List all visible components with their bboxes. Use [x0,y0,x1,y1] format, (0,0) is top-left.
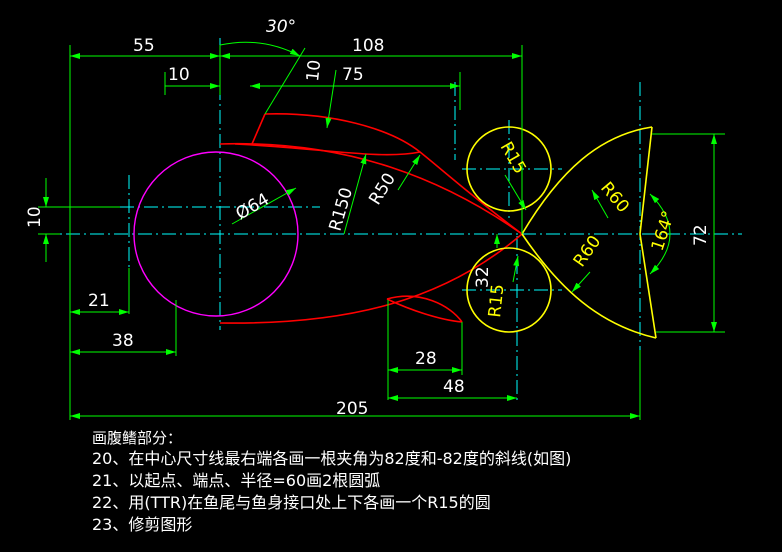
dim-164-label: 164° [648,208,680,253]
center-lines [42,38,742,400]
dim-64-label: Ø64 [233,190,273,225]
dim-30-arc [219,41,301,57]
dorsal-fin-slant [251,113,266,145]
dim-164-arc [649,193,671,275]
fish-body [219,113,523,324]
tail-lower-arc [521,233,657,339]
dim-72-label: 72 [691,224,711,246]
body-lower-arc [219,233,523,324]
tail-upper-arc [521,126,653,235]
tail-upper-slant [639,126,653,235]
tail [466,126,657,339]
dim-r60-top-leader [591,189,609,219]
dim-205-label: 205 [336,399,368,419]
dim-r150-label: R150 [326,185,357,233]
instruction-step-23: 23、修剪图形 [92,515,193,534]
pelvic-fin-lower-arc [386,298,463,323]
body-upper-arc [219,142,523,235]
dim-64-leader [231,187,297,225]
upper-r15-circle [466,126,552,212]
dorsal-fin-outer-arc [264,113,523,235]
dim-r15-bottom-label: R15 [485,283,508,318]
dim-r15-bottom-leader [512,255,520,283]
dim-10-top-label: 10 [168,65,190,85]
pelvic-fin-upper-arc [386,295,463,323]
dim-r50-leader [397,154,421,191]
dim-48-label: 48 [443,377,465,397]
instructions-panel: 画腹鳍部分： 20、在中心尺寸线最右端各画一根夹角为82度和-82度的斜线(如图… [92,428,752,536]
ext-30-angle-line [264,47,306,115]
dim-30-label: 30° [266,17,296,37]
dim-10-slant-label: 10 [303,59,325,83]
dim-r150-leader [343,153,367,235]
dimension-lines [38,41,725,420]
dim-r15-top-leader [504,174,527,211]
dim-r50-label: R50 [365,170,400,209]
dim-32-label: 32 [473,266,493,288]
dim-r60-bottom-label: R60 [570,232,606,271]
dimension-texts: 55 108 30° 10 10 75 Ø64 R150 R50 R15 R15… [25,17,711,419]
tail-lower-slant [639,233,657,339]
instruction-step-20: 20、在中心尺寸线最右端各画一根夹角为82度和-82度的斜线(如图) [92,449,572,468]
dim-r60-top-label: R60 [596,178,633,216]
dim-55-label: 55 [133,36,155,56]
dim-108-label: 108 [352,36,384,56]
dim-75-label: 75 [342,65,364,85]
dorsal-fin-inner-arc [234,143,421,156]
instruction-step-21: 21、以起点、端点、半径=60画2根圆弧 [92,471,381,490]
dim-r60-bottom-leader [571,271,591,293]
dim-10-left-label: 10 [25,206,45,228]
dim-38-label: 38 [112,331,134,351]
eye-circle [133,151,299,317]
instruction-step-22: 22、用(TTR)在鱼尾与鱼身接口处上下各画一个R15的圆 [92,493,491,512]
dim-21-label: 21 [88,291,110,311]
dim-28-label: 28 [415,349,437,369]
dim-r15-top-label: R15 [496,139,530,178]
lower-r15-circle [466,247,552,333]
dim-10-slant [325,69,337,129]
instructions-title: 画腹鳍部分： [92,429,183,447]
